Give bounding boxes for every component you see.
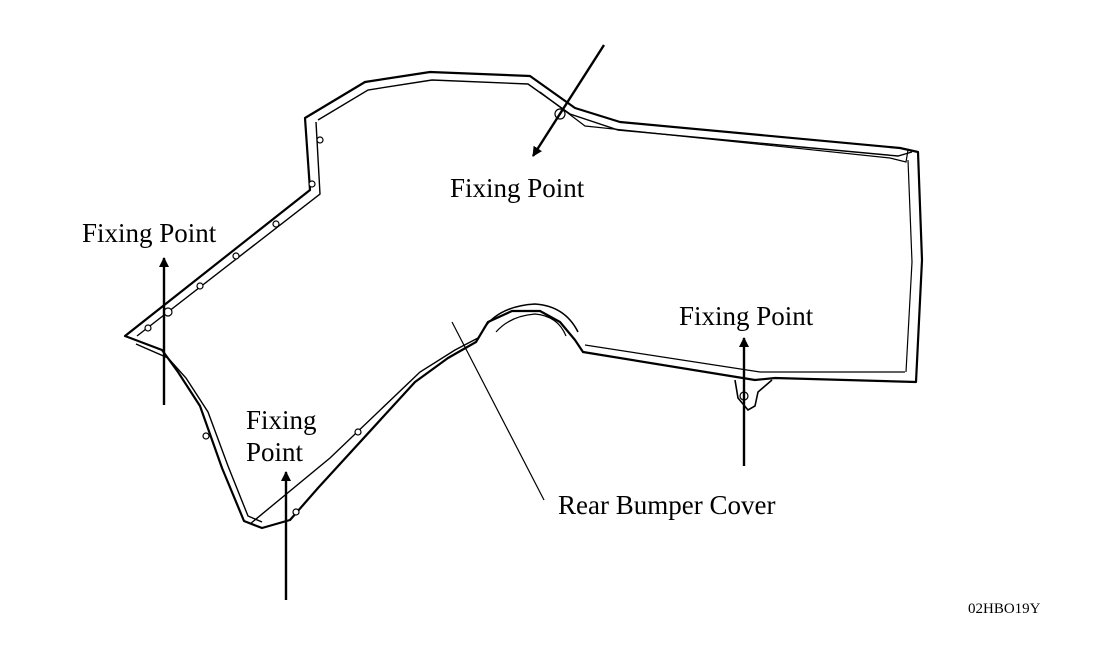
top-channel-line [539,91,909,163]
rear-bumper-cover-leader [451,321,545,501]
wheel-arch-inner [495,313,567,337]
left-lower-flange-line [135,343,263,523]
fixing-point-label-bottom-line2: Point [246,437,304,467]
bottom-flange-line [249,337,479,525]
fixing-point-label-top: Fixing Point [450,173,585,203]
wheel-arch-recess [483,303,579,333]
rear-bumper-cover-label: Rear Bumper Cover [558,490,776,520]
figure-code: 02HBO19Y [968,601,1041,617]
fixing-point-label-right: Fixing Point [679,301,814,331]
right-bracket [734,379,773,412]
fixing-point-label-bottom-line1: Fixing [246,405,317,435]
upper-flange-line [317,79,913,157]
fixing-arrow-top [531,44,606,157]
right-end-inner-line [905,159,913,373]
bumper-cover-outline [123,70,924,530]
clip-holes [144,108,749,516]
fixing-point-label-left: Fixing Point [82,218,217,248]
lower-edge-inner-line [584,344,905,373]
